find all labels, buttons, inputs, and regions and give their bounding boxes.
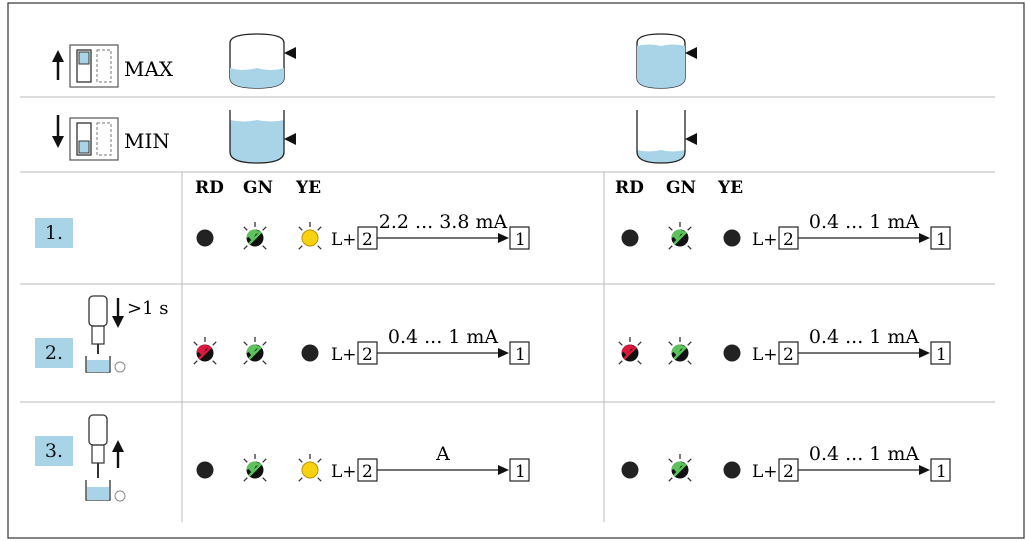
current-label: 0.4 ... 1 mA bbox=[809, 211, 920, 233]
terminal-lplus: L+ bbox=[752, 462, 778, 482]
terminal-lplus: L+ bbox=[331, 345, 357, 365]
terminal-1: 1 bbox=[936, 462, 947, 482]
tank-min-low bbox=[636, 110, 697, 164]
min-arrow-down-icon bbox=[52, 115, 64, 148]
led-row3-left-rd bbox=[196, 461, 214, 479]
led-row2-left-rd bbox=[193, 337, 217, 365]
signal-row3-right: L+2 1 0.4 ... 1 mA bbox=[752, 443, 951, 482]
switch-min-icon bbox=[69, 117, 119, 161]
step-badge-2: 2. bbox=[35, 338, 73, 368]
led-row1-left-ye bbox=[298, 222, 322, 250]
signal-row3-left: L+2 1 A bbox=[331, 443, 530, 482]
led-row2-right-gn bbox=[668, 337, 692, 365]
tank-max-full bbox=[636, 33, 697, 89]
max-label: MAX bbox=[124, 57, 174, 81]
led-row3-left-gn bbox=[243, 454, 267, 482]
max-arrow-up-icon bbox=[52, 50, 64, 80]
current-label: A bbox=[435, 443, 450, 465]
led-row3-right-gn bbox=[668, 454, 692, 482]
led-row1-left-gn bbox=[243, 222, 267, 250]
terminal-1: 1 bbox=[515, 462, 526, 482]
led-row2-right-ye bbox=[723, 344, 741, 362]
led-label-gn: GN bbox=[243, 178, 273, 198]
terminal-2: 2 bbox=[783, 345, 794, 365]
terminal-lplus: L+ bbox=[331, 462, 357, 482]
terminal-lplus: L+ bbox=[752, 345, 778, 365]
signal-row1-left: L+2 1 2.2 ... 3.8 mA bbox=[331, 211, 530, 250]
led-row1-right-ye bbox=[723, 229, 741, 247]
led-row2-left-ye bbox=[301, 344, 319, 362]
led-label-ye: YE bbox=[717, 178, 743, 198]
terminal-2: 2 bbox=[783, 462, 794, 482]
signal-row1-right: L+2 1 0.4 ... 1 mA bbox=[752, 211, 951, 250]
terminal-2: 2 bbox=[783, 230, 794, 250]
led-row3-left-ye bbox=[298, 454, 322, 482]
current-label: 0.4 ... 1 mA bbox=[388, 326, 499, 348]
terminal-1: 1 bbox=[936, 230, 947, 250]
terminal-1: 1 bbox=[515, 345, 526, 365]
terminal-1: 1 bbox=[936, 345, 947, 365]
terminal-2: 2 bbox=[362, 462, 373, 482]
min-label: MIN bbox=[124, 129, 170, 153]
led-label-ye: YE bbox=[295, 178, 321, 198]
led-label-gn: GN bbox=[666, 178, 696, 198]
led-row1-right-gn bbox=[668, 222, 692, 250]
terminal-lplus: L+ bbox=[331, 230, 357, 250]
current-label: 0.4 ... 1 mA bbox=[809, 443, 920, 465]
terminal-1: 1 bbox=[515, 230, 526, 250]
terminal-2: 2 bbox=[362, 230, 373, 250]
terminal-lplus: L+ bbox=[752, 230, 778, 250]
current-label: 0.4 ... 1 mA bbox=[809, 326, 920, 348]
current-label: 2.2 ... 3.8 mA bbox=[379, 211, 508, 233]
step-badge-1: 1. bbox=[35, 218, 73, 248]
led-row2-left-gn bbox=[243, 337, 267, 365]
led-row1-right-rd bbox=[621, 229, 639, 247]
outer-frame bbox=[7, 2, 1025, 539]
switch-max-icon bbox=[69, 44, 119, 88]
led-label-rd: RD bbox=[615, 178, 644, 198]
step-badge-3: 3. bbox=[35, 436, 73, 466]
tank-min-full bbox=[229, 110, 296, 164]
led-row2-right-rd bbox=[618, 337, 642, 365]
signal-row2-right: L+2 1 0.4 ... 1 mA bbox=[752, 326, 951, 365]
led-label-rd: RD bbox=[195, 178, 224, 198]
signal-row2-left: L+2 1 0.4 ... 1 mA bbox=[331, 326, 530, 365]
terminal-2: 2 bbox=[362, 345, 373, 365]
led-row1-left-rd bbox=[196, 229, 214, 247]
test-magnet-down-icon bbox=[85, 295, 126, 373]
test-magnet-up-icon bbox=[85, 414, 126, 502]
duration-label: >1 s bbox=[127, 298, 169, 319]
tank-max-low bbox=[229, 33, 296, 89]
led-row3-right-ye bbox=[723, 461, 741, 479]
led-row3-right-rd bbox=[621, 461, 639, 479]
